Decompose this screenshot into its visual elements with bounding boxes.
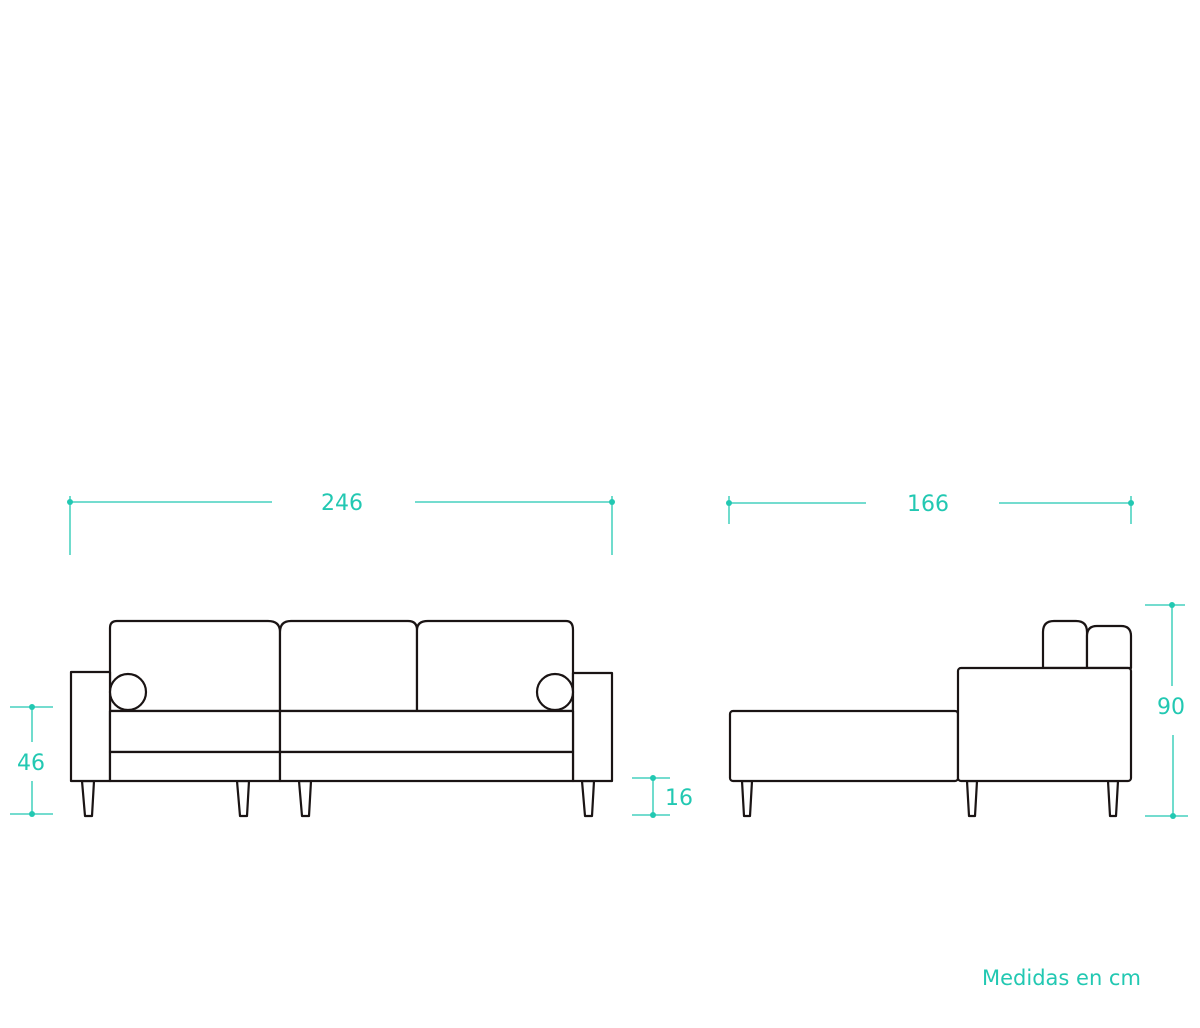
sofa-legs-front <box>80 779 596 818</box>
dimension-seat-height-46: 46 <box>10 704 53 817</box>
back-cushion-right <box>415 619 575 713</box>
back-cushion-side-2 <box>1085 624 1133 670</box>
dimension-leg-height-16: 16 <box>632 775 693 818</box>
base-left <box>108 750 282 783</box>
bolster-pillow-right <box>535 672 575 712</box>
units-note: Medidas en cm <box>982 966 1141 990</box>
sofa-front-view <box>69 619 614 818</box>
seat-cushion-right <box>278 709 575 754</box>
seat-height-label: 46 <box>17 751 45 776</box>
sofa-side-view <box>728 619 1133 818</box>
armrest-left <box>69 670 112 783</box>
back-cushion-side-1 <box>1041 619 1089 670</box>
chaise-section <box>728 709 960 783</box>
seat-cushion-left <box>108 709 282 754</box>
leg-height-label: 16 <box>665 786 693 811</box>
dimension-total-height-90: 90 <box>1145 602 1188 819</box>
armrest-right <box>571 671 614 783</box>
back-cushion-middle <box>278 619 419 713</box>
base-right <box>278 750 575 783</box>
total-height-label: 90 <box>1157 695 1185 720</box>
dimension-width-246: 246 <box>67 491 615 555</box>
width-label: 246 <box>321 491 363 516</box>
dimension-depth-166: 166 <box>726 492 1134 524</box>
sofa-body-side <box>956 666 1133 783</box>
bolster-pillow-left <box>108 672 148 712</box>
depth-label: 166 <box>907 492 949 517</box>
